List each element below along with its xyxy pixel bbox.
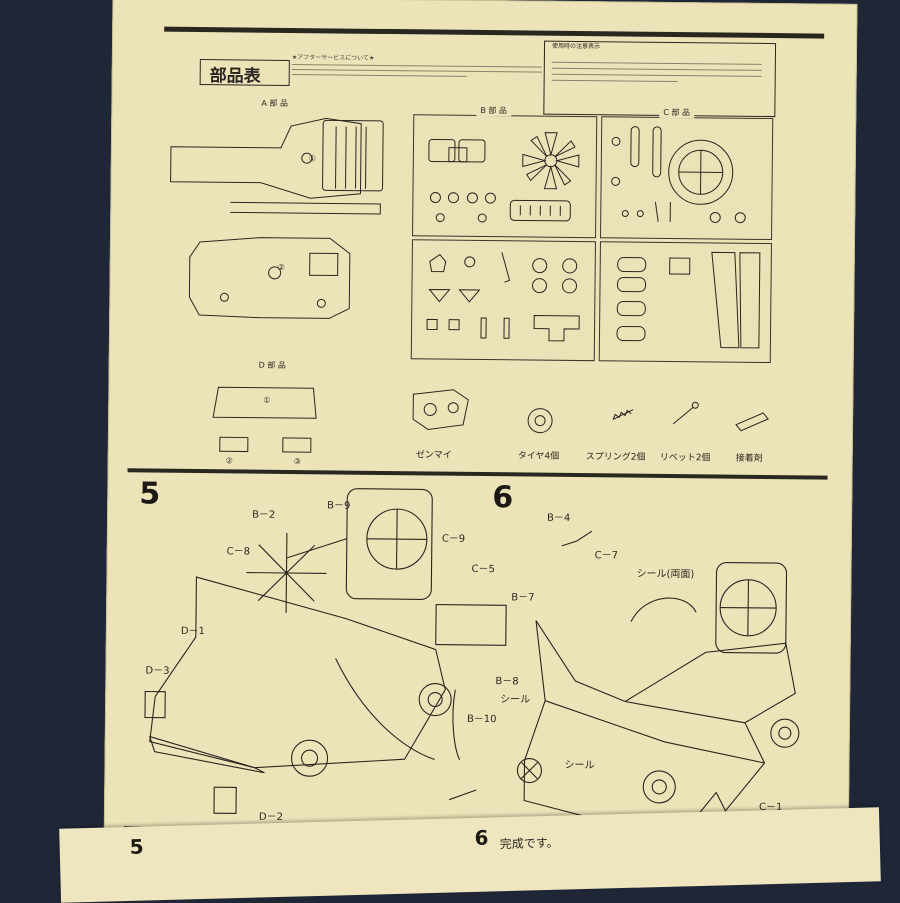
- flap-step-6: 6: [474, 826, 489, 850]
- step-5-part-label: C－5: [471, 560, 495, 575]
- step-5-part-label: B－7: [511, 588, 534, 603]
- step-5-part-label: D－2: [259, 808, 283, 823]
- step-6-part-label: C－7: [595, 546, 619, 561]
- step-5-part-label: C－9: [442, 530, 466, 545]
- step-5-part-label: C－8: [227, 542, 251, 557]
- step-5-part-label: D－3: [145, 662, 169, 677]
- assembly-drawings: [104, 0, 858, 864]
- step-5-part-label: B－9: [327, 496, 350, 511]
- step-5-part-label: B－8: [495, 672, 518, 687]
- flap-step-5: 5: [129, 835, 144, 859]
- step-6-part-label: B－4: [547, 509, 570, 524]
- completion-text: 完成です。: [499, 834, 558, 853]
- step-5-part-label: B－10: [467, 710, 497, 725]
- step-6-part-label: シール(両面): [636, 565, 694, 581]
- step-5-part-label: D－1: [181, 622, 205, 637]
- instruction-sheet: 部品表 ★アフターサービスについて★ 使用時の注意表示 A 部 品: [104, 0, 858, 864]
- step-5-part-label: B－2: [252, 506, 275, 521]
- step-6-part-label: シール: [500, 690, 530, 705]
- step-6-part-label: シール: [564, 756, 594, 771]
